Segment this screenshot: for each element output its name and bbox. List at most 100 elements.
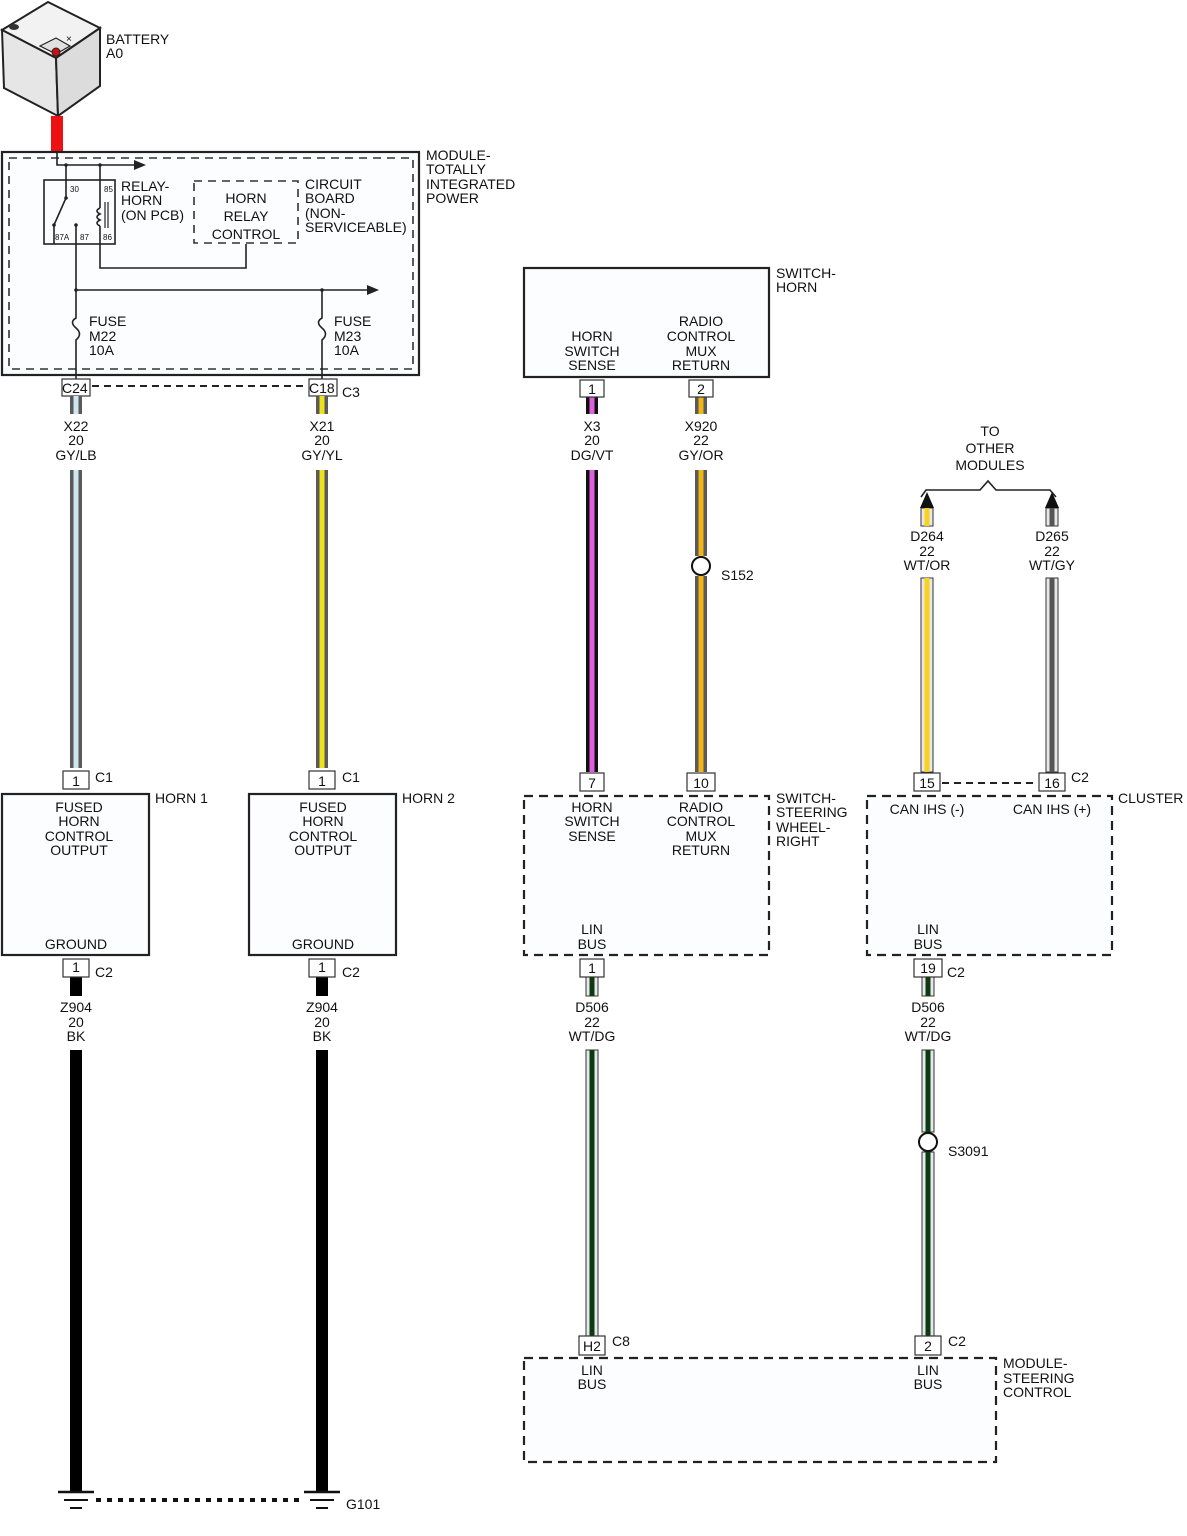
pin-c24: C24 bbox=[62, 380, 88, 396]
wire-d265-segment bbox=[1045, 507, 1059, 527]
svg-text:MODULE-: MODULE- bbox=[1003, 1355, 1068, 1371]
svg-text:Z904: Z904 bbox=[306, 999, 338, 1015]
svg-text:CONTROL: CONTROL bbox=[667, 328, 736, 344]
svg-text:CONTROL: CONTROL bbox=[212, 226, 281, 242]
can-ihs-plus-label: CAN IHS (+) bbox=[1013, 801, 1091, 817]
wire-x3-segment bbox=[586, 470, 598, 772]
pin-number: 1 bbox=[72, 773, 80, 789]
svg-text:SWITCH: SWITCH bbox=[564, 813, 619, 829]
svg-text:D506: D506 bbox=[911, 999, 945, 1015]
svg-text:87A: 87A bbox=[55, 233, 70, 242]
svg-text:HORN: HORN bbox=[225, 190, 266, 206]
svg-text:WT/OR: WT/OR bbox=[904, 557, 951, 573]
splice-s3091-label: S3091 bbox=[948, 1143, 989, 1159]
svg-text:TO: TO bbox=[980, 423, 999, 439]
switch-horn-box bbox=[522, 266, 771, 379]
svg-text:BUS: BUS bbox=[914, 1376, 943, 1392]
switch-steering-wheel-right-box bbox=[522, 794, 771, 957]
svg-text:D265: D265 bbox=[1035, 528, 1069, 544]
pin-number: H2 bbox=[583, 1338, 601, 1354]
svg-text:POWER: POWER bbox=[426, 190, 479, 206]
wire-d506-a-segment bbox=[585, 1049, 599, 1337]
switch-horn-title: SWITCH- HORN bbox=[776, 265, 836, 295]
svg-text:GY/LB: GY/LB bbox=[55, 447, 96, 463]
svg-text:FUSED: FUSED bbox=[55, 799, 102, 815]
pin-number: 1 bbox=[72, 959, 80, 975]
svg-text:SWITCH: SWITCH bbox=[564, 343, 619, 359]
connector-pin bbox=[308, 770, 336, 790]
svg-text:SENSE: SENSE bbox=[568, 357, 615, 373]
svg-text:FUSED: FUSED bbox=[299, 799, 346, 815]
svg-text:LIN: LIN bbox=[581, 921, 603, 937]
connector-pin bbox=[62, 770, 90, 790]
svg-text:20: 20 bbox=[314, 1014, 330, 1030]
svg-text:MODULES: MODULES bbox=[955, 457, 1024, 473]
sccm-lin-bus-b-label: LIN BUS bbox=[914, 1362, 943, 1392]
can-ihs-minus-label: CAN IHS (-) bbox=[890, 801, 965, 817]
svg-text:CONTROL: CONTROL bbox=[289, 828, 358, 844]
module-steering-control-title: MODULE- STEERING CONTROL bbox=[1003, 1355, 1075, 1400]
connector-pin bbox=[579, 958, 605, 978]
connector-pin bbox=[1038, 772, 1066, 792]
svg-text:22: 22 bbox=[920, 1014, 936, 1030]
connector-label: C1 bbox=[95, 769, 113, 785]
connector-pin bbox=[62, 958, 90, 978]
svg-text:RELAY-: RELAY- bbox=[121, 178, 170, 194]
wire-z904-1-segment bbox=[70, 1050, 82, 1492]
svg-text:20: 20 bbox=[314, 432, 330, 448]
connector-pin bbox=[913, 958, 943, 978]
pin-number: 19 bbox=[920, 960, 936, 976]
fuse-m22-label: FUSE M22 10A bbox=[89, 313, 126, 358]
horn-1-ground-label: GROUND bbox=[45, 936, 107, 952]
svg-text:30: 30 bbox=[70, 185, 79, 194]
connector-pin bbox=[579, 379, 605, 398]
svg-text:STEERING: STEERING bbox=[1003, 1370, 1075, 1386]
connector-pin bbox=[913, 772, 941, 792]
pin-number: 1 bbox=[318, 773, 326, 789]
pin-c18: C18 bbox=[309, 380, 335, 396]
pin-number: 1 bbox=[588, 381, 596, 397]
wire-d506-b-label: D506 22 WT/DG bbox=[905, 999, 952, 1044]
swc-horn-switch-sense-label: HORN SWITCH SENSE bbox=[564, 799, 619, 844]
svg-text:D506: D506 bbox=[575, 999, 609, 1015]
wire-d264-label: D264 22 WT/OR bbox=[904, 528, 951, 573]
svg-text:22: 22 bbox=[693, 432, 709, 448]
svg-text:22: 22 bbox=[919, 543, 935, 559]
wire-x21-label: X21 20 GY/YL bbox=[301, 418, 342, 463]
svg-text:LIN: LIN bbox=[581, 1362, 603, 1378]
swc-lin-bus-label: LIN BUS bbox=[578, 921, 607, 952]
to-other-modules-label: TO OTHER MODULES bbox=[955, 423, 1024, 473]
svg-text:85: 85 bbox=[104, 185, 113, 194]
svg-text:X3: X3 bbox=[583, 418, 600, 434]
wire-z904-2-label: Z904 20 BK bbox=[306, 999, 338, 1044]
svg-text:HORN: HORN bbox=[776, 279, 817, 295]
wire-z904-2-segment bbox=[316, 1050, 328, 1492]
svg-text:LIN: LIN bbox=[917, 921, 939, 937]
wire-x920-label: X920 22 GY/OR bbox=[678, 418, 723, 463]
svg-text:BK: BK bbox=[67, 1028, 86, 1044]
svg-text:OUTPUT: OUTPUT bbox=[294, 842, 352, 858]
pin-number: 1 bbox=[318, 959, 326, 975]
to-other-modules-bracket bbox=[920, 479, 1057, 498]
circuit-board-label: CIRCUIT BOARD (NON- SERVICEABLE) bbox=[305, 176, 407, 235]
svg-text:STEERING: STEERING bbox=[776, 804, 848, 820]
svg-text:D264: D264 bbox=[910, 528, 944, 544]
svg-text:WT/DG: WT/DG bbox=[569, 1028, 616, 1044]
svg-text:GY/OR: GY/OR bbox=[678, 447, 723, 463]
svg-text:RETURN: RETURN bbox=[672, 842, 730, 858]
horn-1-box bbox=[0, 792, 151, 957]
svg-text:X21: X21 bbox=[310, 418, 335, 434]
svg-text:MUX: MUX bbox=[685, 343, 717, 359]
svg-text:SWITCH-: SWITCH- bbox=[776, 790, 836, 806]
wire-x22-segment bbox=[70, 470, 82, 768]
svg-text:RELAY: RELAY bbox=[224, 208, 270, 224]
svg-text:(NON-: (NON- bbox=[305, 205, 346, 221]
svg-text:WT/GY: WT/GY bbox=[1029, 557, 1076, 573]
pin-number: 10 bbox=[693, 775, 709, 791]
connector-label: C2 bbox=[948, 1333, 966, 1349]
wire-z904-1-label: Z904 20 BK bbox=[60, 999, 92, 1044]
relay-pin-labels: 30 85 87A 87 86 bbox=[55, 185, 113, 242]
horn-relay-control-box bbox=[193, 180, 299, 244]
swc-radio-control-mux-return-label: RADIO CONTROL MUX RETURN bbox=[667, 799, 736, 858]
svg-text:FUSE: FUSE bbox=[334, 313, 371, 329]
